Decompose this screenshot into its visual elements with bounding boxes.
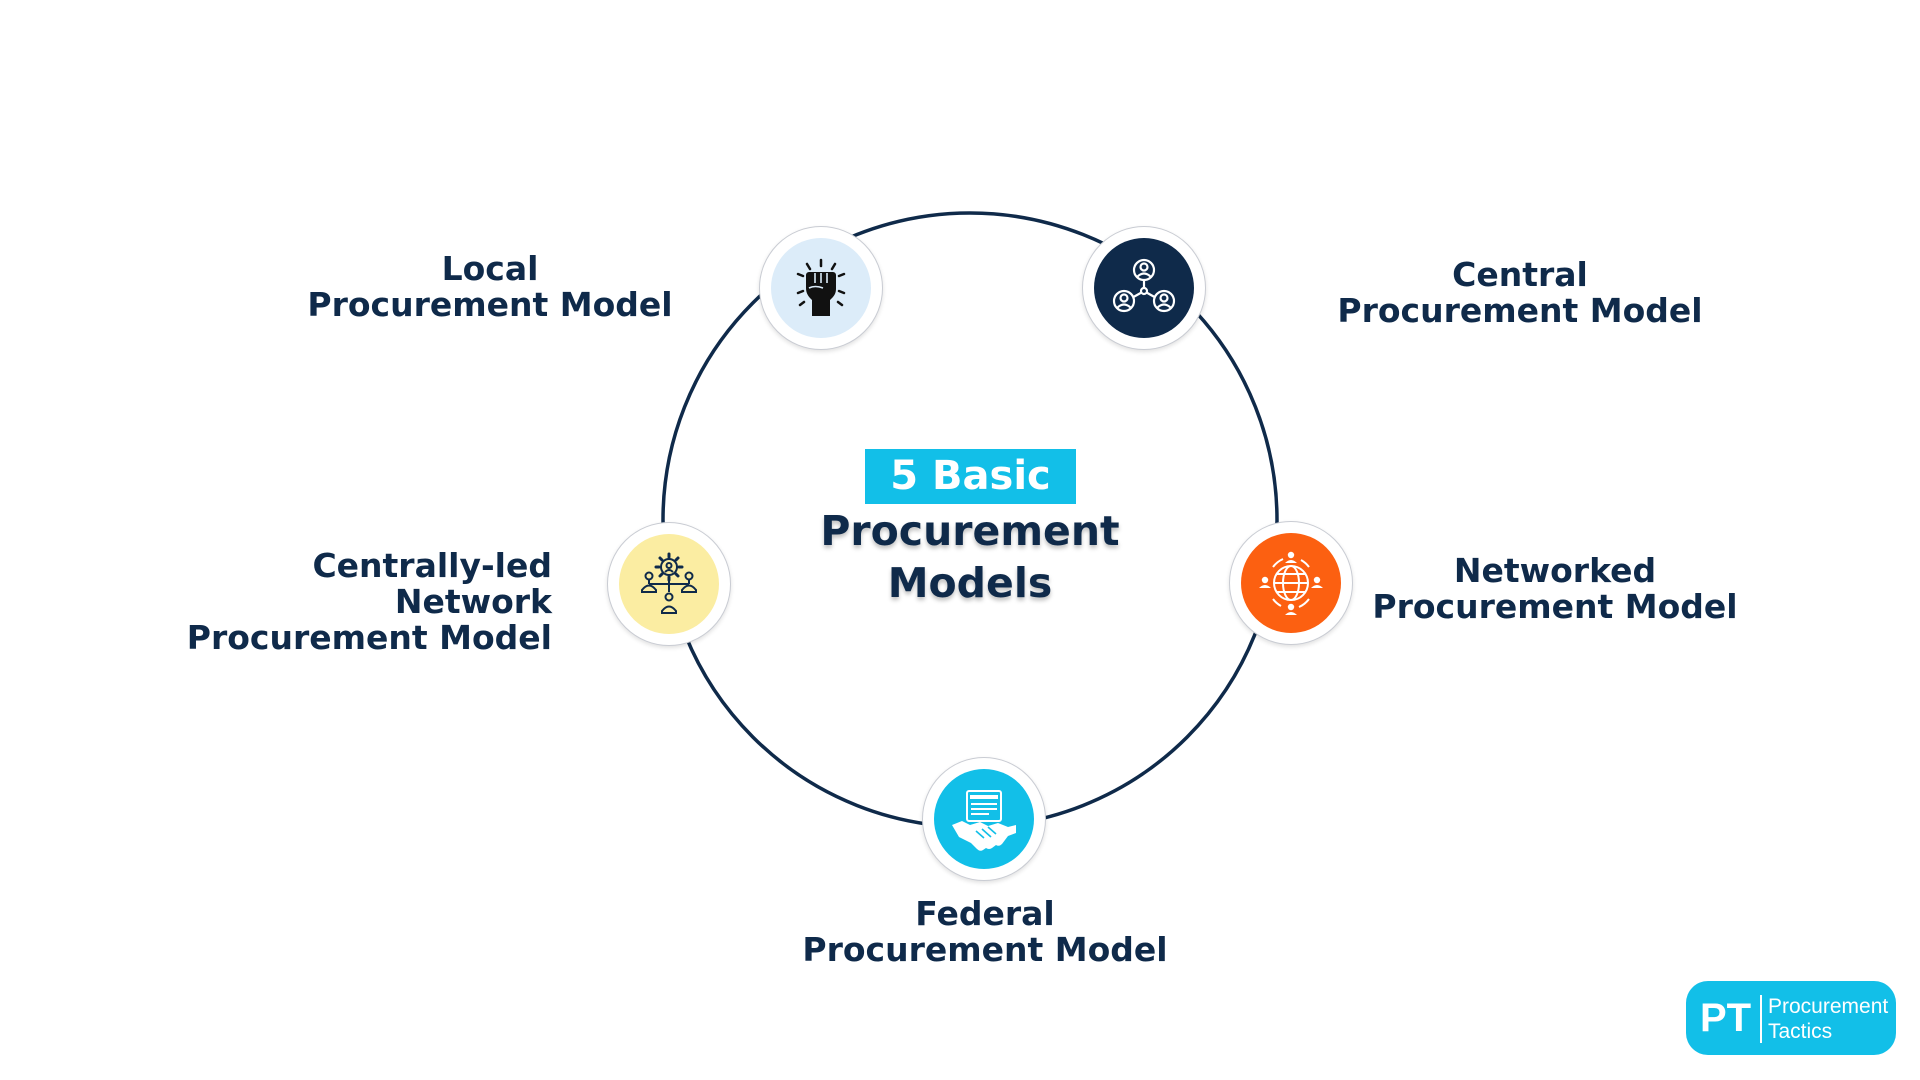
label-networked-line1: Networked (1453, 551, 1657, 590)
label-federal-line2: Procurement Model (802, 930, 1168, 969)
label-centrally-led-line2: Procurement Model (186, 618, 552, 657)
logo-name: Procurement Tactics (1768, 994, 1888, 1044)
contract-handshake-icon (952, 790, 1016, 851)
node-centrally-led-fill (619, 534, 719, 634)
center-title: Procurement Models (780, 505, 1160, 609)
label-centrally-led-line1: Centrally-led Network (312, 546, 552, 621)
label-networked: Networked Procurement Model (1365, 553, 1745, 625)
node-federal (922, 757, 1046, 881)
globe-network-icon (1259, 551, 1323, 615)
label-local-line2: Procurement Model (307, 285, 673, 324)
label-central-line1: Central (1452, 255, 1588, 294)
label-networked-line2: Procurement Model (1372, 587, 1738, 626)
procurement-tactics-logo: PT Procurement Tactics (1686, 981, 1896, 1055)
logo-initials: PT (1700, 996, 1752, 1040)
label-centrally-led: Centrally-led Network Procurement Model (150, 548, 552, 656)
label-local: Local Procurement Model (300, 251, 680, 323)
node-central-fill (1094, 238, 1194, 338)
logo-divider (1760, 995, 1762, 1043)
node-central (1082, 226, 1206, 350)
label-federal-line1: Federal (915, 894, 1055, 933)
label-central-line2: Procurement Model (1337, 291, 1703, 330)
gear-team-icon (641, 552, 697, 614)
center-badge: 5 Basic (865, 449, 1076, 504)
node-networked-fill (1241, 533, 1341, 633)
center-title-line2: Models (887, 559, 1053, 607)
logo-name-line2: Tactics (1768, 1020, 1833, 1043)
node-local (759, 226, 883, 350)
node-federal-fill (934, 769, 1034, 869)
label-federal: Federal Procurement Model (795, 896, 1175, 968)
raised-fist-icon (796, 258, 846, 316)
label-local-line1: Local (441, 249, 539, 288)
label-central: Central Procurement Model (1330, 257, 1710, 329)
node-local-fill (771, 238, 871, 338)
center-title-line1: Procurement (820, 507, 1120, 555)
node-centrally-led (607, 522, 731, 646)
logo-name-line1: Procurement (1768, 995, 1889, 1018)
node-networked (1229, 521, 1353, 645)
connected-people-icon (1112, 258, 1176, 313)
